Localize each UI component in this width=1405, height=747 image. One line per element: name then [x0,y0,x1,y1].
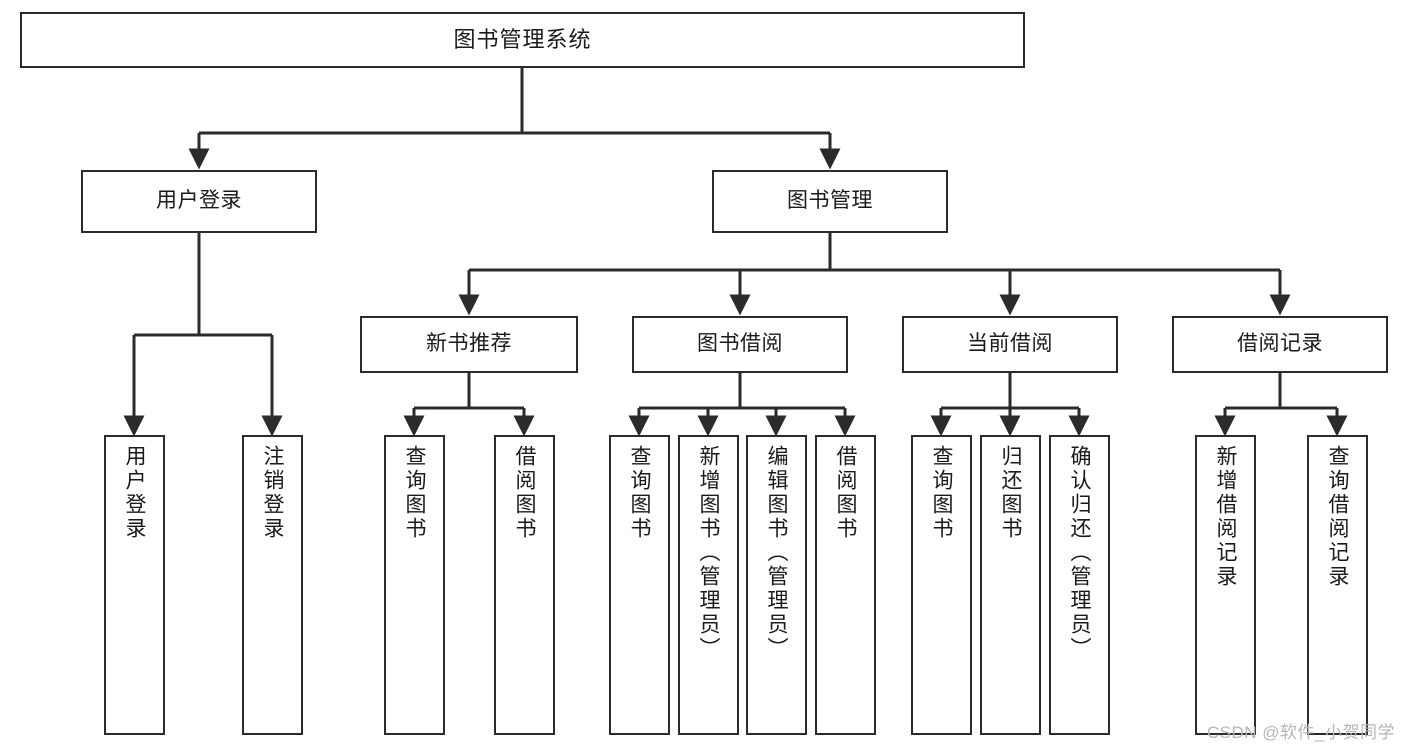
node-user-login[interactable]: 用户登录 [81,170,317,233]
node-current-borrow[interactable]: 当前借阅 [902,316,1118,373]
node-book-borrow[interactable]: 图书借阅 [632,316,848,373]
leaf-current-borrow-confirm-return-admin[interactable]: 确认归还（管理员） [1049,435,1110,735]
leaf-user-login-login[interactable]: 用户登录 [104,435,165,735]
node-label: 图书借阅 [697,332,783,356]
node-label: 图书管理 [787,189,873,213]
node-label: 新增借阅记录 [1214,445,1237,589]
leaf-book-borrow-borrow-book[interactable]: 借阅图书 [815,435,876,735]
csdn-watermark: CSDN @软件_小贺同学 [1206,723,1395,742]
node-label: 借阅记录 [1237,332,1323,356]
leaf-book-borrow-edit-book-admin[interactable]: 编辑图书（管理员） [746,435,807,735]
node-label: 查询图书 [930,445,953,541]
node-book-management[interactable]: 图书管理 [712,170,948,233]
node-label: 查询图书 [628,445,651,541]
node-root-book-management-system[interactable]: 图书管理系统 [20,12,1025,68]
node-label: 新增图书（管理员） [697,445,720,661]
node-label: 确认归还（管理员） [1068,445,1091,661]
leaf-borrow-record-add-record[interactable]: 新增借阅记录 [1195,435,1256,735]
leaf-book-borrow-query-book[interactable]: 查询图书 [609,435,670,735]
node-label: 查询借阅记录 [1326,445,1349,589]
node-label: 借阅图书 [513,445,536,541]
node-label: 归还图书 [999,445,1022,541]
node-label: 新书推荐 [426,332,512,356]
node-label: 当前借阅 [967,332,1053,356]
leaf-current-borrow-return-book[interactable]: 归还图书 [980,435,1041,735]
node-label: 用户登录 [123,445,146,541]
node-label: 注销登录 [261,445,284,541]
leaf-book-borrow-add-book-admin[interactable]: 新增图书（管理员） [678,435,739,735]
leaf-new-book-borrow-book[interactable]: 借阅图书 [494,435,555,735]
node-new-book-recommend[interactable]: 新书推荐 [360,316,578,373]
node-label: 编辑图书（管理员） [765,445,788,661]
node-label: 图书管理系统 [453,27,592,53]
node-label: 查询图书 [403,445,426,541]
node-label: 借阅图书 [834,445,857,541]
node-borrow-record[interactable]: 借阅记录 [1172,316,1388,373]
leaf-current-borrow-query-book[interactable]: 查询图书 [911,435,972,735]
node-label: 用户登录 [156,189,242,213]
leaf-borrow-record-query-record[interactable]: 查询借阅记录 [1307,435,1368,735]
leaf-user-login-logout[interactable]: 注销登录 [242,435,303,735]
leaf-new-book-query-book[interactable]: 查询图书 [384,435,445,735]
